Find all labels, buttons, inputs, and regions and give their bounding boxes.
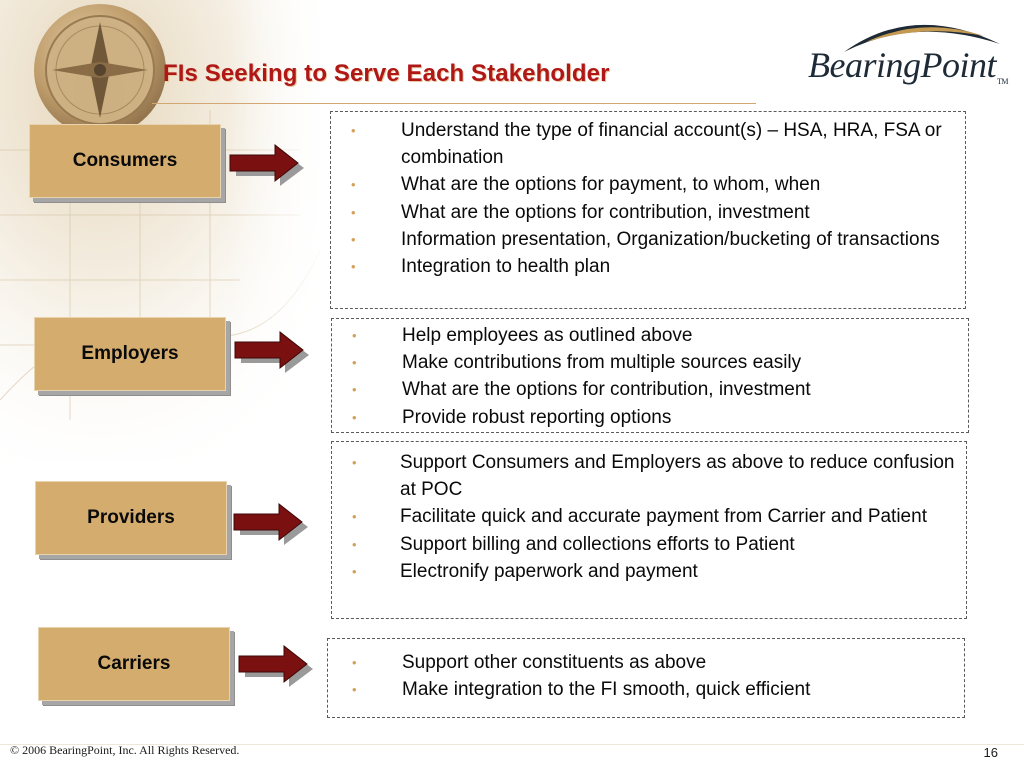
bullet-marker: • <box>351 123 356 138</box>
footer-divider <box>0 744 1024 745</box>
list-item: •Help employees as outlined above <box>332 322 968 349</box>
logo-trademark: TM <box>996 77 1009 86</box>
stakeholder-box-providers: Providers <box>35 481 227 555</box>
list-item: •Understand the type of financial accoun… <box>331 117 965 171</box>
bullet-list: •Support other constituents as above •Ma… <box>328 649 964 703</box>
bullet-marker: • <box>352 509 357 525</box>
arrow-right-icon <box>233 503 308 545</box>
bullet-marker: • <box>351 177 356 193</box>
stakeholder-label: Carriers <box>97 653 171 674</box>
bullet-marker: • <box>352 682 357 698</box>
arrow-right-icon <box>234 331 309 373</box>
bullet-panel-carriers: •Support other constituents as above •Ma… <box>327 638 965 718</box>
list-item: •Make contributions from multiple source… <box>332 349 968 376</box>
slide-title: FIs Seeking to Serve Each Stakeholder <box>163 60 610 87</box>
bullet-marker: • <box>352 355 357 371</box>
footer-copyright: © 2006 BearingPoint, Inc. All Rights Res… <box>10 743 240 757</box>
title-divider <box>152 103 756 104</box>
bearingpoint-logo: BearingPointTM <box>804 10 1010 92</box>
stakeholder-label: Employers <box>81 343 179 364</box>
list-item: •What are the options for payment, to wh… <box>331 171 965 198</box>
bullet-marker: • <box>352 409 357 425</box>
logo-wordmark: BearingPointTM <box>808 45 1009 86</box>
list-item: •Provide robust reporting options <box>332 404 968 431</box>
bullet-marker: • <box>351 259 356 275</box>
page-number: 16 <box>983 745 998 760</box>
bullet-panel-consumers: •Understand the type of financial accoun… <box>330 111 966 309</box>
logo-swoosh-icon <box>844 24 1000 52</box>
list-item: •Make integration to the FI smooth, quic… <box>328 676 964 703</box>
list-item: •Support Consumers and Employers as abov… <box>332 449 966 503</box>
stakeholder-box-carriers: Carriers <box>38 627 230 701</box>
stakeholder-box-employers: Employers <box>34 317 226 391</box>
bullet-marker: • <box>352 536 357 552</box>
bullet-marker: • <box>352 455 357 470</box>
bullet-list: •Help employees as outlined above •Make … <box>332 322 968 431</box>
list-item: •Support other constituents as above <box>328 649 964 676</box>
bullet-marker: • <box>352 655 357 670</box>
arrow-right-icon <box>238 645 313 687</box>
bullet-marker: • <box>352 563 357 579</box>
list-item: •What are the options for contribution, … <box>332 376 968 403</box>
list-item: •Facilitate quick and accurate payment f… <box>332 503 966 530</box>
stakeholder-box-consumers: Consumers <box>29 124 221 198</box>
list-item: •Integration to health plan <box>331 253 965 280</box>
bullet-marker: • <box>352 382 357 398</box>
bullet-marker: • <box>351 231 356 247</box>
list-item: •Electronify paperwork and payment <box>332 558 966 585</box>
bullet-panel-providers: •Support Consumers and Employers as abov… <box>331 441 967 619</box>
compass-background-image <box>0 0 330 460</box>
bullet-marker: • <box>351 204 356 220</box>
arrow-right-icon <box>229 144 304 186</box>
list-item: •What are the options for contribution, … <box>331 199 965 226</box>
list-item: •Information presentation, Organization/… <box>331 226 965 253</box>
stakeholder-label: Providers <box>87 507 175 528</box>
bullet-list: •Understand the type of financial accoun… <box>331 117 965 280</box>
bullet-panel-employers: •Help employees as outlined above •Make … <box>331 318 969 433</box>
stakeholder-label: Consumers <box>72 150 178 171</box>
list-item: •Support billing and collections efforts… <box>332 531 966 558</box>
bullet-list: •Support Consumers and Employers as abov… <box>332 449 966 585</box>
bullet-marker: • <box>352 328 357 343</box>
